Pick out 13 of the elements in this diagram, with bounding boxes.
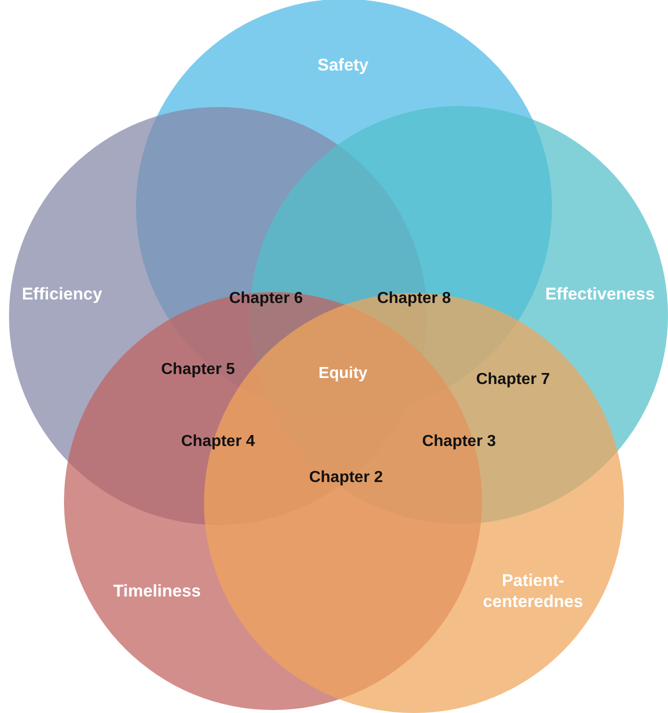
set-label: Safety — [316, 54, 370, 76]
set-label: Efficiency — [20, 284, 104, 304]
region-label: Chapter 2 — [309, 469, 383, 487]
center-label: Equity — [318, 365, 368, 383]
set-label: Patient- centerednes — [482, 570, 584, 612]
region-label: Chapter 6 — [229, 290, 303, 308]
region-label: Chapter 4 — [181, 433, 255, 451]
set-label: Timeliness — [112, 580, 202, 602]
region-label: Chapter 3 — [422, 433, 496, 451]
set-label: Effectiveness — [544, 284, 656, 304]
region-label: Chapter 7 — [476, 371, 550, 389]
region-label: Chapter 8 — [377, 290, 451, 308]
region-label: Chapter 5 — [161, 361, 235, 379]
